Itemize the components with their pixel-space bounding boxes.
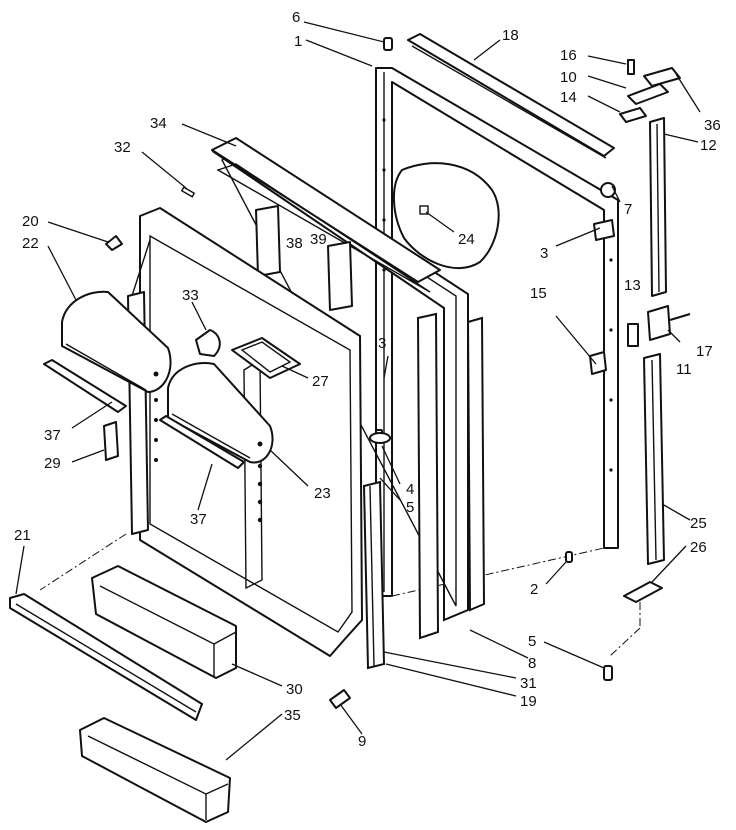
leader-lines bbox=[15, 21, 701, 761]
liner-clip bbox=[195, 329, 221, 357]
lower-dairy-cover bbox=[167, 362, 274, 464]
insulation-patch bbox=[392, 162, 500, 270]
callout-26: 26 bbox=[690, 539, 707, 556]
callout-22: 22 bbox=[22, 235, 39, 252]
callout-29: 29 bbox=[44, 455, 61, 472]
callout-34: 34 bbox=[150, 115, 167, 132]
callout-19: 19 bbox=[520, 693, 537, 710]
callout-3-lower: 3 bbox=[378, 335, 386, 352]
liner-brackets bbox=[255, 205, 353, 311]
callout-20: 20 bbox=[22, 213, 39, 230]
callout-37-lower: 37 bbox=[190, 511, 207, 528]
shelf-support-bracket bbox=[103, 421, 119, 461]
callout-13: 13 bbox=[624, 277, 641, 294]
door-bin-upper bbox=[91, 565, 237, 679]
callout-5-upper: 5 bbox=[406, 499, 414, 516]
top-hinge-assembly bbox=[619, 59, 681, 123]
top-gasket-strips bbox=[180, 137, 441, 293]
callout-10: 10 bbox=[560, 69, 577, 86]
hinge-channel-lower bbox=[643, 353, 665, 565]
callout-35: 35 bbox=[284, 707, 301, 724]
callout-39: 39 bbox=[310, 231, 327, 248]
callout-4: 4 bbox=[406, 481, 414, 498]
upper-shelf-rail bbox=[43, 359, 127, 413]
callout-33: 33 bbox=[182, 287, 199, 304]
callout-5-lower: 5 bbox=[528, 633, 536, 650]
callout-18: 18 bbox=[502, 27, 519, 44]
callout-27: 27 bbox=[312, 373, 329, 390]
callout-37-upper: 37 bbox=[44, 427, 61, 444]
callout-24: 24 bbox=[458, 231, 475, 248]
callout-1: 1 bbox=[294, 33, 302, 50]
callout-15: 15 bbox=[530, 285, 547, 302]
callout-3-upper: 3 bbox=[540, 245, 548, 262]
callout-21: 21 bbox=[14, 527, 31, 544]
door-bin-lower bbox=[79, 717, 231, 823]
callout-labels: 6 1 18 16 10 14 36 12 34 32 7 20 22 39 3… bbox=[14, 9, 721, 750]
upper-dairy-cover bbox=[61, 290, 172, 393]
callout-6: 6 bbox=[292, 9, 300, 26]
lower-shelf-rail bbox=[159, 415, 245, 469]
liner-access-panel bbox=[231, 337, 301, 379]
callout-9: 9 bbox=[358, 733, 366, 750]
callout-2: 2 bbox=[530, 581, 538, 598]
callout-8: 8 bbox=[528, 655, 536, 672]
screws bbox=[105, 37, 613, 709]
callout-17: 17 bbox=[696, 343, 713, 360]
callout-30: 30 bbox=[286, 681, 303, 698]
hinge-channel-upper bbox=[649, 117, 667, 297]
callout-7: 7 bbox=[624, 201, 632, 218]
top-trim-strip bbox=[407, 33, 615, 159]
callout-12: 12 bbox=[700, 137, 717, 154]
callout-23: 23 bbox=[314, 485, 331, 502]
callout-25: 25 bbox=[690, 515, 707, 532]
callout-31: 31 bbox=[520, 675, 537, 692]
callout-14: 14 bbox=[560, 89, 577, 106]
bottom-trim-strip bbox=[9, 593, 203, 721]
callout-36: 36 bbox=[704, 117, 721, 134]
middle-hinge-parts bbox=[589, 182, 691, 603]
callout-38: 38 bbox=[286, 235, 303, 252]
outer-door-panel bbox=[375, 67, 619, 597]
callout-16: 16 bbox=[560, 47, 577, 64]
callout-11: 11 bbox=[676, 361, 692, 378]
callout-32: 32 bbox=[114, 139, 131, 156]
